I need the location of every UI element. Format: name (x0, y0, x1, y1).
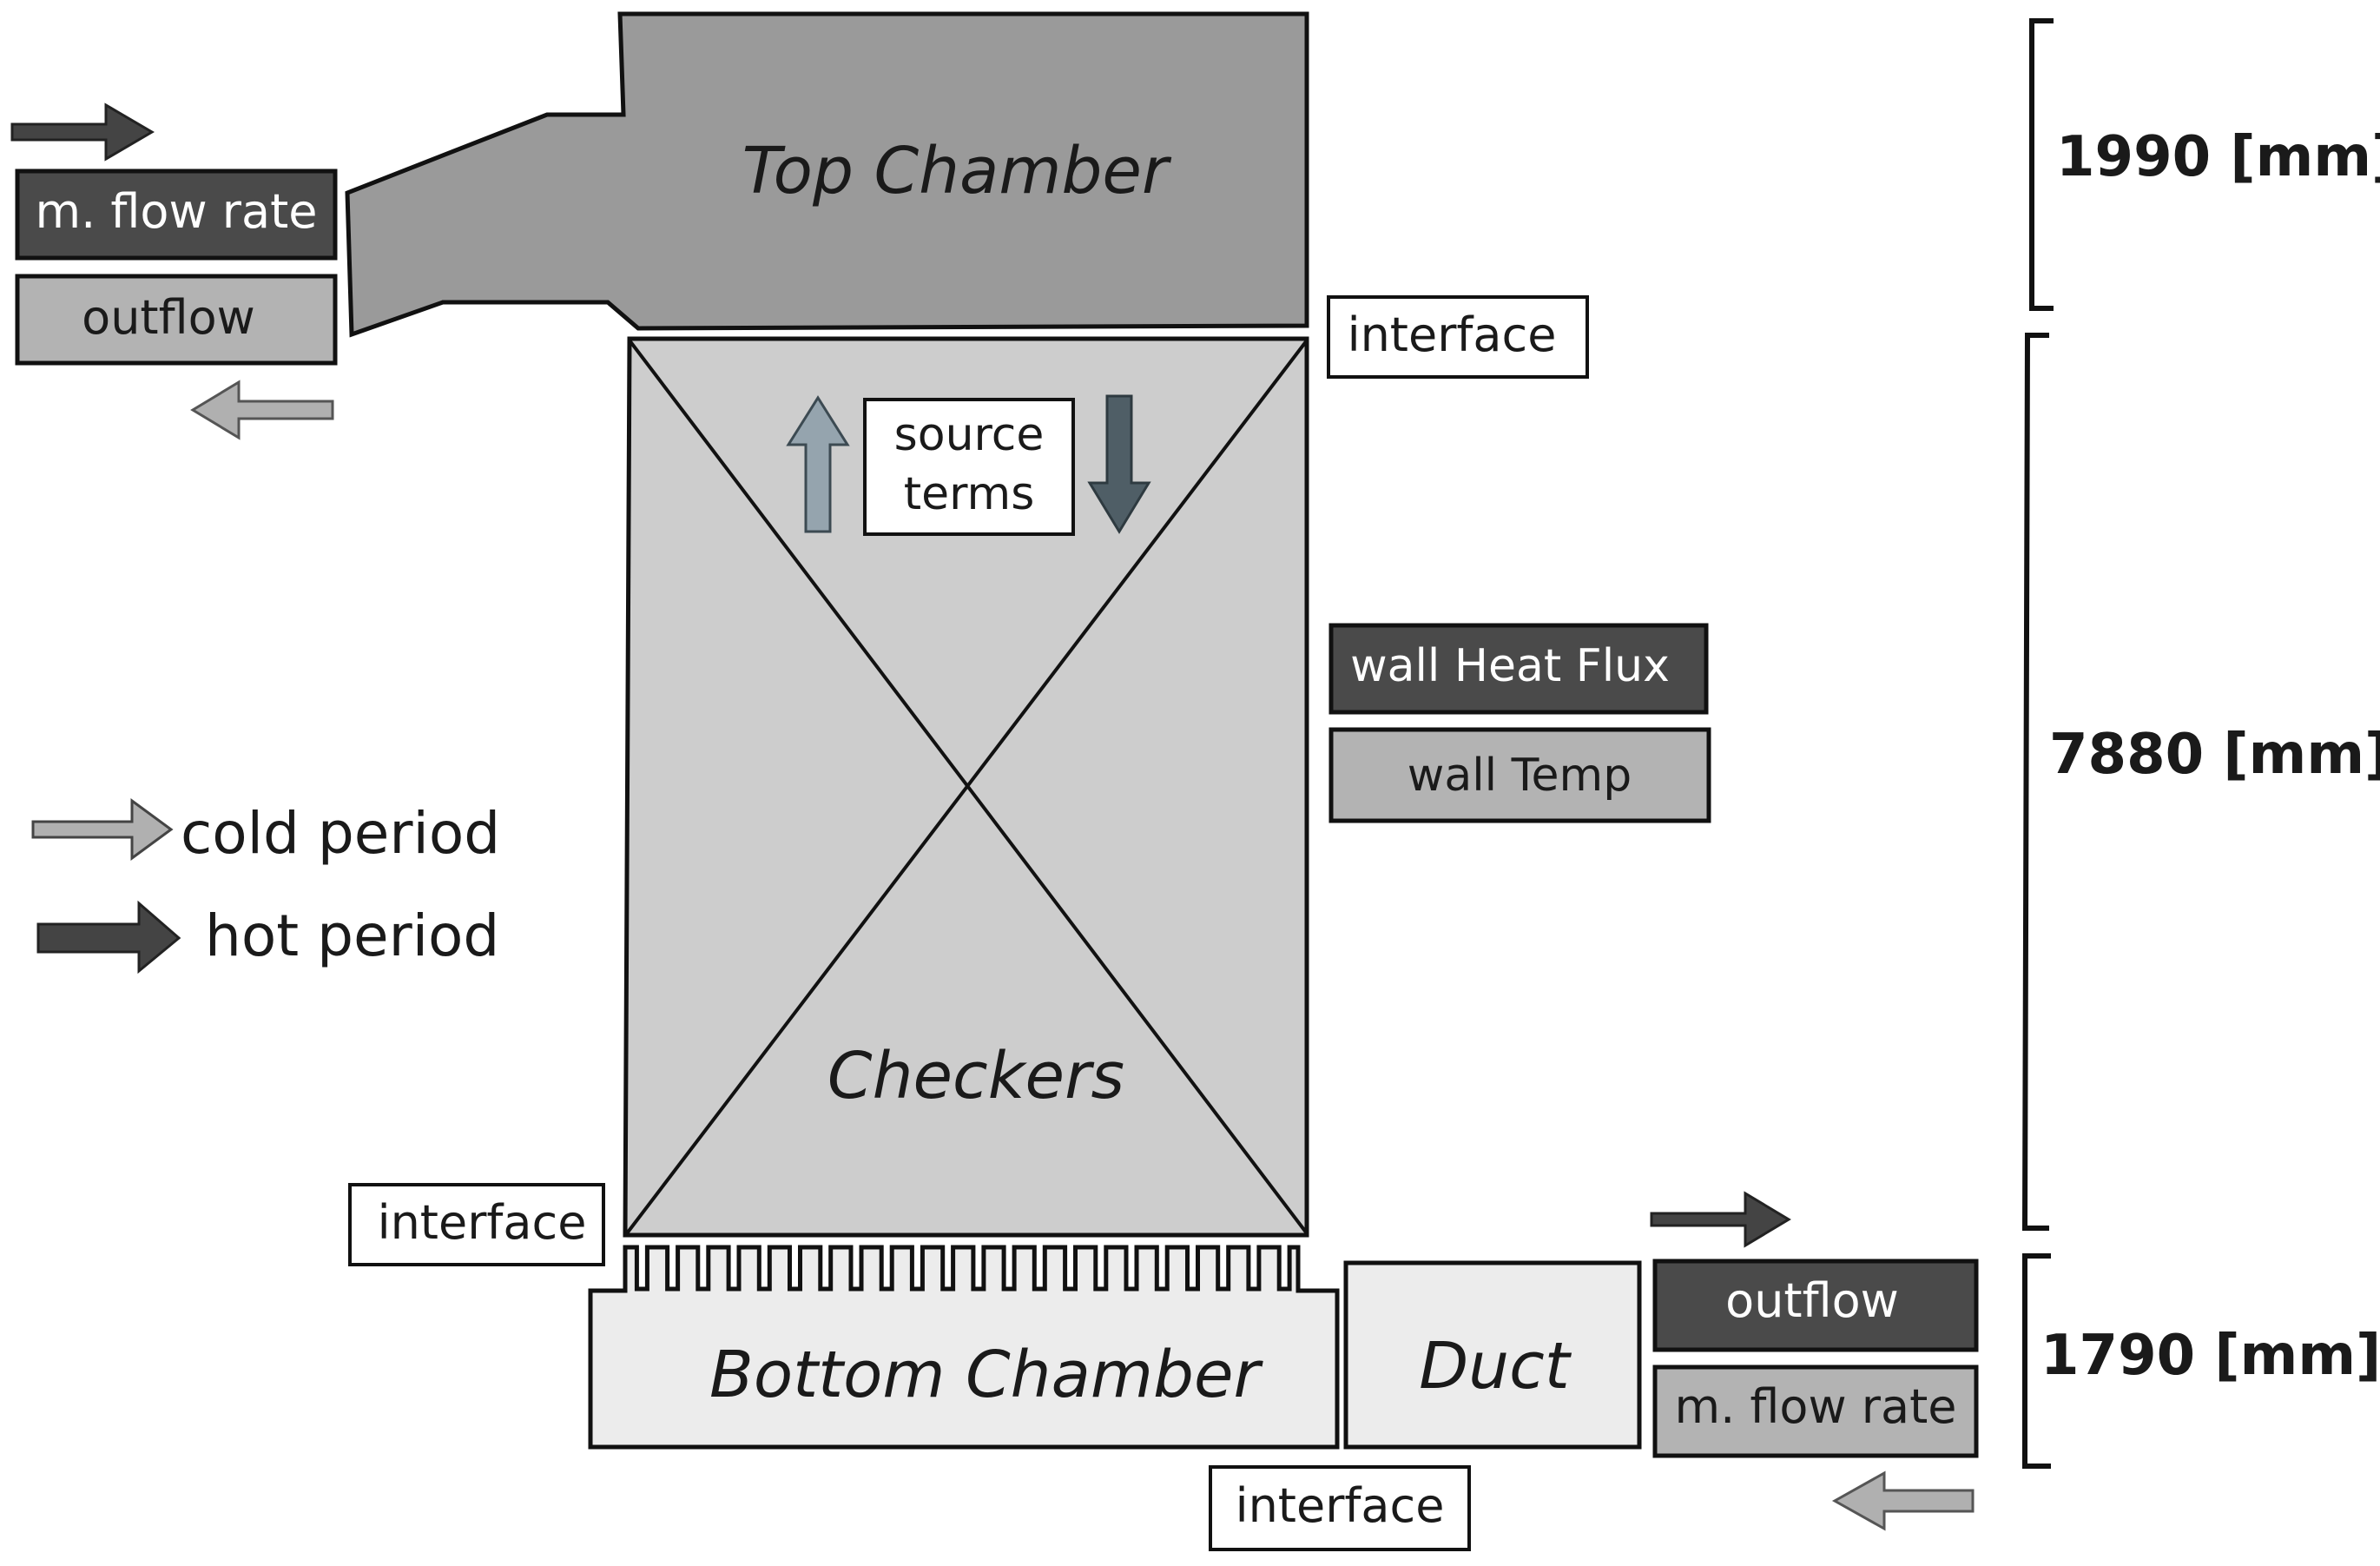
legend-hot-label: hot period (205, 902, 499, 969)
dimension-label-top: 1990 [mm] (2056, 125, 2380, 189)
mass-flow-rate-box-top: m. flow rate (15, 168, 338, 261)
mass-flow-rate-label-bottom: m. flow rate (1674, 1379, 1956, 1434)
dimension-bracket-bottom: 1790 [mm] (2022, 1253, 2380, 1469)
outflow-label-top: outflow (82, 290, 255, 345)
cold-outflow-arrow-top (190, 380, 334, 440)
wall-temp-label: wall Temp (1408, 750, 1632, 802)
interface-label-bottom-center: interface (1236, 1478, 1445, 1533)
bottom-chamber-label: Bottom Chamber (709, 1338, 1263, 1412)
bottom-chamber-outline (588, 1245, 1340, 1450)
interface-box-bottom-left: interface (348, 1183, 605, 1266)
wall-heat-flux-label: wall Heat Flux (1350, 640, 1670, 692)
mass-flow-rate-label-top: m. flow rate (35, 184, 317, 239)
interface-label-bottom-left: interface (378, 1195, 587, 1250)
cold-inflow-arrow-bottom (1831, 1470, 1975, 1531)
interface-label-top: interface (1348, 307, 1557, 362)
top-chamber: Top Chamber (345, 11, 1309, 338)
source-terms-box: source terms (863, 398, 1075, 536)
legend-cold-arrow-icon (31, 798, 174, 861)
dimension-label-bottom: 1790 [mm] (2040, 1324, 2380, 1388)
top-chamber-label: Top Chamber (742, 134, 1172, 208)
source-terms-down-arrow (1087, 394, 1151, 534)
interface-box-bottom-center: interface (1209, 1465, 1471, 1551)
interface-box-top: interface (1327, 295, 1589, 379)
checkers-chamber: Checkers (623, 336, 1309, 1238)
hot-outflow-arrow-bottom (1650, 1191, 1791, 1248)
source-terms-label-line1: source (894, 409, 1045, 461)
bottom-chamber: Bottom Chamber (588, 1245, 1340, 1450)
outflow-box-top: outflow (15, 274, 338, 366)
outflow-label-bottom: outflow (1725, 1273, 1899, 1328)
source-terms-up-arrow (786, 395, 850, 533)
dimension-bracket-top: 1990 [mm] (2029, 18, 2380, 311)
duct-label: Duct (1419, 1329, 1572, 1404)
dimension-bracket-middle: 7880 [mm] (2021, 333, 2380, 1231)
legend-cold-label: cold period (181, 800, 500, 867)
mass-flow-rate-box-bottom: m. flow rate (1652, 1364, 1979, 1458)
legend-hot-arrow-icon (36, 900, 181, 975)
outflow-box-bottom: outflow (1652, 1259, 1979, 1352)
legend: cold period hot period (31, 798, 500, 975)
duct: Duct (1343, 1260, 1642, 1450)
wall-temp-box: wall Temp (1328, 727, 1711, 823)
hot-inflow-arrow-top (10, 102, 155, 162)
source-terms-label-line2: terms (904, 468, 1035, 520)
dimension-label-middle: 7880 [mm] (2049, 723, 2380, 787)
checkers-label: Checkers (827, 1039, 1124, 1113)
wall-heat-flux-box: wall Heat Flux (1328, 623, 1709, 715)
